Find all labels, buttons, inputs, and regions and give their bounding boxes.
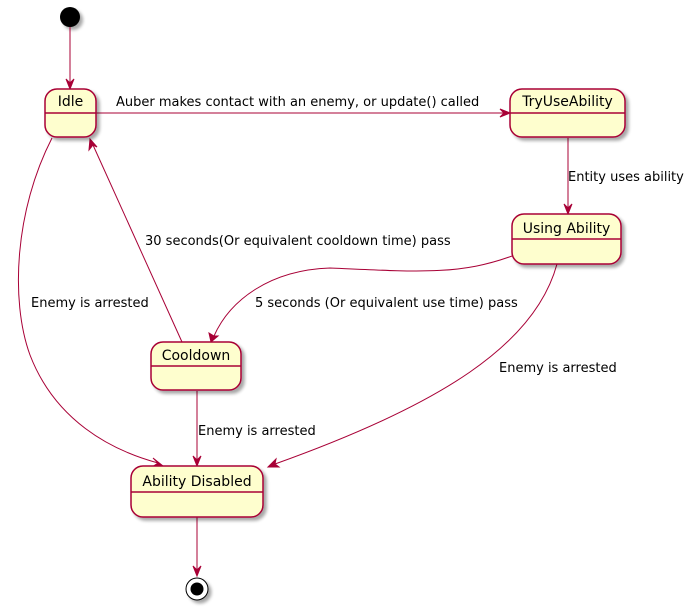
final-state-marker [185, 577, 209, 601]
state-using-ability-title: Using Ability [523, 221, 611, 237]
edge-idle-to-disabled [17, 137, 159, 464]
arrowhead-cooldown-top [208, 331, 220, 343]
label-using-to-disabled: Enemy is arrested [499, 361, 617, 376]
state-cooldown-title: Cooldown [162, 348, 231, 364]
arrowhead-using-top [563, 203, 573, 216]
label-cooldown-to-idle: 30 seconds(Or equivalent cooldown time) … [145, 234, 451, 249]
state-idle-title: Idle [58, 94, 84, 110]
label-cooldown-to-disabled: Enemy is arrested [198, 424, 316, 439]
arrowhead-idle-top [65, 78, 75, 91]
arrowhead-idle-bottom [88, 137, 98, 152]
state-idle: Idle [44, 88, 97, 138]
edge-using-to-disabled [274, 263, 558, 465]
arrowhead-end [192, 565, 202, 578]
label-idle-to-disabled: Enemy is arrested [31, 296, 149, 311]
initial-state-marker [60, 7, 80, 27]
label-using-to-cooldown: 5 seconds (Or equivalent use time) pass [255, 296, 518, 311]
arrowhead-try-left [499, 108, 512, 118]
arrowhead-disabled-right [266, 457, 281, 468]
state-ability-disabled-title: Ability Disabled [142, 474, 251, 490]
state-cooldown: Cooldown [150, 341, 242, 391]
label-try-to-using: Entity uses ability [568, 170, 684, 185]
state-try-use-ability: TryUseAbility [509, 88, 626, 138]
state-using-ability: Using Ability [511, 213, 622, 265]
state-ability-disabled: Ability Disabled [130, 465, 264, 518]
label-idle-to-try: Auber makes contact with an enemy, or up… [116, 95, 479, 110]
edge-cooldown-to-idle [92, 144, 183, 343]
edge-using-to-cooldown [213, 255, 513, 337]
state-try-use-ability-title: TryUseAbility [521, 94, 613, 110]
arrowhead-disabled-top [192, 455, 202, 468]
